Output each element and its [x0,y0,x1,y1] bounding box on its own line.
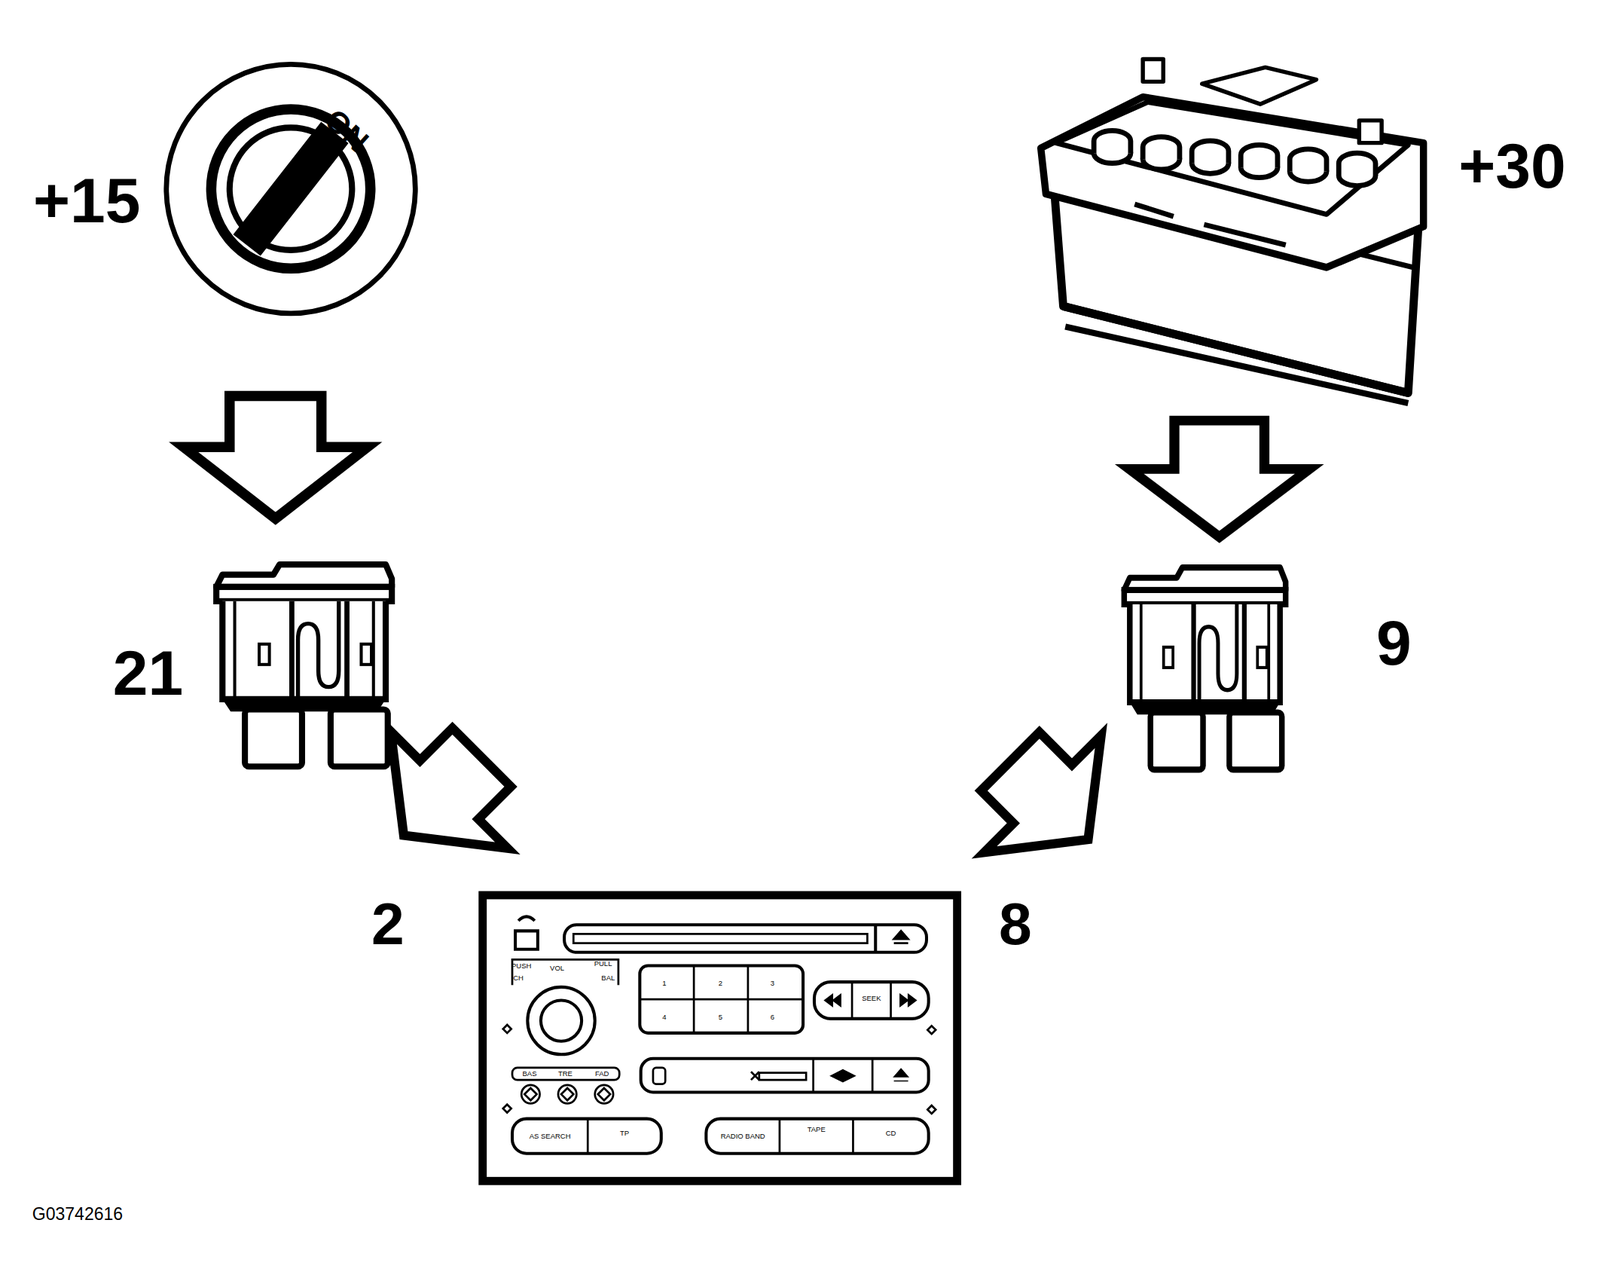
radio-marking: TP [619,1129,630,1136]
preset-number: 5 [718,1012,723,1020]
fuse-symbol [1123,567,1286,770]
ignition-switch-node: ON [166,64,416,314]
radio-marking: CD [885,1129,897,1136]
flow-arrow [183,396,368,520]
preset-number: 6 [770,1012,775,1020]
figure-code: G03742616 [32,1205,123,1223]
fuse-symbol [216,564,392,767]
ignition-switch [166,64,416,314]
radio-marking: VOL [549,963,565,971]
radio-marking: PULL [594,959,613,967]
radio-marking: TAPE [807,1124,826,1132]
flow-arrow [1129,420,1310,537]
radio-marking: PUSH [511,961,532,969]
preset-number: 2 [718,979,723,987]
radio-marking: RADIO BAND [720,1132,766,1139]
preset-number: 3 [770,979,775,987]
radio-marking: BAS [522,1069,538,1077]
fuse-number: 21 [112,641,184,706]
pin-number: 8 [998,894,1033,954]
radio-marking: TRE [558,1069,573,1077]
terminal-label: +30 [1458,134,1566,199]
battery [1041,59,1424,404]
radio-marking: CH [512,974,524,981]
radio-marking: SEEK [861,994,881,1002]
radio-marking: FAD [595,1069,609,1077]
terminal-label: +15 [33,169,141,233]
switch-position-label: ON [319,103,374,158]
radio-marking: AS SEARCH [529,1132,571,1139]
radio-unit [482,894,958,1181]
flow-arrow [951,702,1147,898]
pin-number: 2 [371,894,405,954]
preset-number: 1 [662,979,666,987]
radio-marking: BAL [601,974,615,981]
fuse-number: 9 [1376,610,1412,675]
preset-number: 4 [662,1012,666,1020]
